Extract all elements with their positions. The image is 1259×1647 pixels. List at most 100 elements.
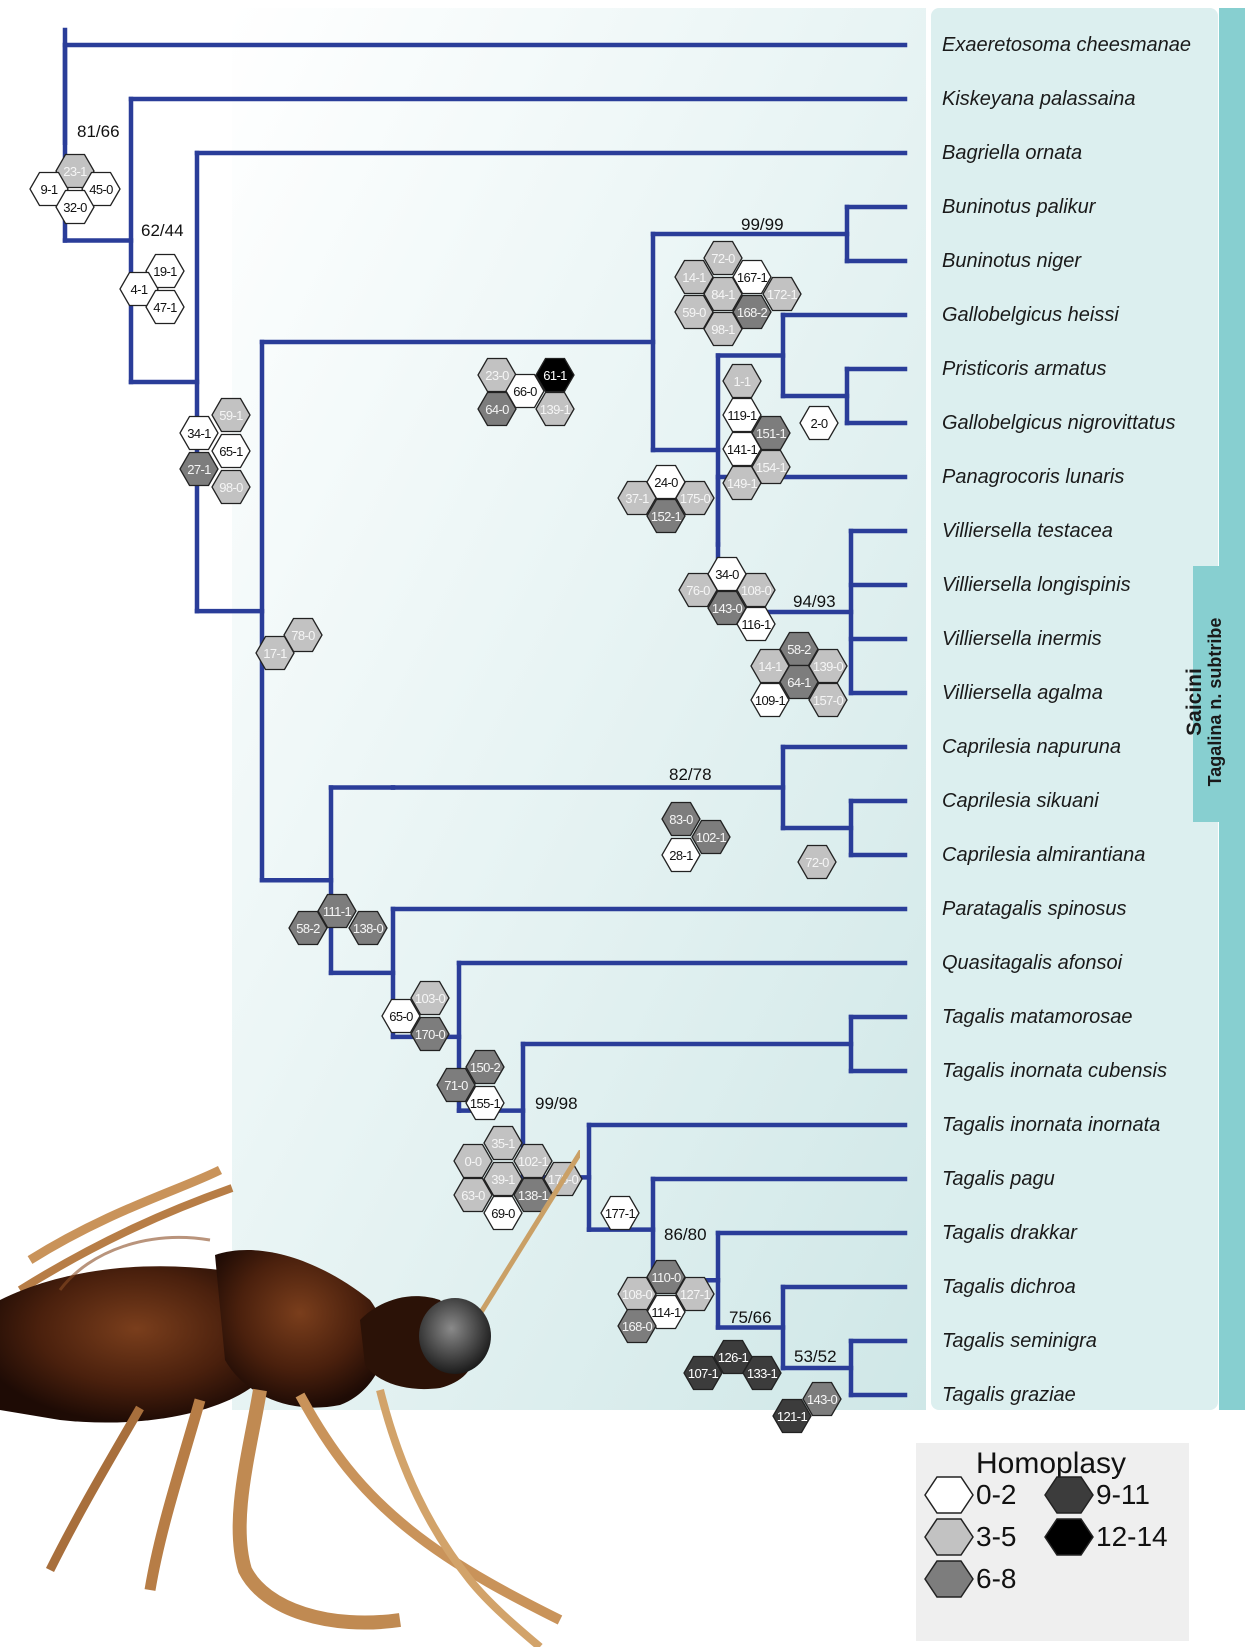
character-state-label: 177-1 [605,1206,636,1221]
legend-label-3-5: 3-5 [976,1521,1016,1553]
character-state-label: 64-1 [787,675,811,690]
legend-label-9-11: 9-11 [1096,1479,1150,1511]
character-state-label: 23-1 [63,164,87,179]
character-state-label: 72-0 [805,855,829,870]
taxon-label: Caprilesia sikuani [942,789,1099,813]
legend-swatch-9-11 [1045,1477,1093,1513]
character-state-label: 4-1 [131,282,148,297]
character-state-label: 143-0 [712,601,743,616]
support-value: 75/66 [729,1308,772,1328]
taxon-label: Buninotus niger [942,249,1081,273]
character-state-label: 65-1 [219,444,243,459]
character-state-label: 141-1 [727,442,758,457]
character-state-label: 110-0 [651,1270,681,1285]
legend-swatch-12-14 [1045,1519,1093,1555]
taxon-label: Tagalis inornata cubensis [942,1059,1167,1083]
character-state-label: 127-1 [680,1287,711,1302]
character-state-label: 149-1 [727,476,758,491]
character-state-label: 152-1 [651,509,682,524]
character-state-label: 157-0 [813,693,844,708]
character-state-label: 58-2 [296,921,320,936]
taxon-label: Panagrocoris lunaris [942,465,1124,489]
character-state-label: 19-1 [153,264,177,279]
taxon-label: Pristicoris armatus [942,357,1106,381]
character-state-label: 155-1 [470,1096,501,1111]
character-state-label: 34-1 [187,426,211,441]
character-state-label: 108-0 [741,583,772,598]
legend-label-0-2: 0-2 [976,1479,1016,1511]
character-state-label: 150-2 [470,1060,501,1075]
character-state-label: 37-1 [625,491,649,506]
character-state-hexagon: 34-1 [180,417,218,450]
support-value: 86/80 [664,1225,707,1245]
character-state-label: 107-1 [688,1366,719,1381]
character-state-label: 71-0 [444,1078,468,1093]
character-state-label: 109-1 [755,693,786,708]
taxon-label: Gallobelgicus heissi [942,303,1119,327]
taxon-label: Paratagalis spinosus [942,897,1127,921]
character-state-label: 58-2 [787,642,811,657]
character-state-label: 168-0 [622,1319,653,1334]
character-state-label: 17-1 [263,646,287,661]
character-state-label: 24-0 [654,475,678,490]
character-state-hexagon: 27-1 [180,453,218,486]
character-state-label: 103-0 [415,991,446,1006]
character-state-label: 143-0 [807,1392,838,1407]
character-state-label: 72-0 [711,251,735,266]
character-state-label: 138-0 [353,921,384,936]
support-value: 81/66 [77,122,120,142]
taxon-label: Bagriella ornata [942,141,1082,165]
legend-swatch-0-2 [925,1477,973,1513]
character-state-label: 98-0 [219,480,243,495]
taxon-label: Quasitagalis afonsoi [942,951,1122,975]
support-value: 53/52 [794,1347,837,1367]
character-state-label: 35-1 [491,1136,515,1151]
character-state-label: 84-1 [711,287,735,302]
character-state-label: 172-1 [767,287,798,302]
character-state-label: 108-0 [622,1287,653,1302]
character-state-label: 66-0 [513,384,537,399]
insect-photo [0,1150,580,1647]
character-state-label: 59-1 [219,408,243,423]
taxon-label: Tagalis seminigra [942,1329,1097,1353]
taxon-label: Caprilesia napuruna [942,735,1121,759]
character-state-label: 2-0 [811,416,828,431]
character-state-label: 14-1 [758,659,782,674]
character-state-label: 65-0 [389,1009,413,1024]
character-state-label: 61-1 [543,368,567,383]
support-value: 99/99 [741,215,784,235]
character-state-label: 1-1 [734,374,751,389]
character-state-label: 76-0 [686,583,710,598]
taxon-label: Caprilesia almirantiana [942,843,1145,867]
taxon-label: Gallobelgicus nigrovittatus [942,411,1175,435]
taxon-label: Tagalis pagu [942,1167,1055,1191]
character-state-label: 170-0 [415,1027,446,1042]
character-state-label: 168-2 [737,305,768,320]
character-state-label: 45-0 [89,182,113,197]
character-state-label: 27-1 [187,462,211,477]
taxon-label: Villiersella inermis [942,627,1102,651]
character-state-label: 102-1 [696,830,727,845]
character-state-label: 154-1 [756,460,787,475]
character-state-label: 78-0 [291,628,315,643]
character-state-label: 151-1 [756,426,787,441]
character-state-label: 47-1 [153,300,177,315]
character-state-label: 64-0 [485,402,509,417]
taxon-label: Villiersella testacea [942,519,1113,543]
character-state-label: 9-1 [41,182,58,197]
character-state-label: 139-0 [813,659,844,674]
character-state-label: 59-0 [682,305,706,320]
character-state-label: 139-1 [540,402,571,417]
taxon-label: Tagalis drakkar [942,1221,1077,1245]
taxon-label: Tagalis inornata inornata [942,1113,1160,1137]
character-state-label: 167-1 [737,270,768,285]
support-value: 62/44 [141,221,184,241]
character-state-label: 98-1 [711,322,735,337]
character-state-label: 83-0 [669,812,693,827]
support-value: 94/93 [793,592,836,612]
support-value: 82/78 [669,765,712,785]
legend-swatch-3-5 [925,1519,973,1555]
taxon-label: Buninotus palikur [942,195,1095,219]
character-state-label: 32-0 [63,200,87,215]
character-state-label: 114-1 [651,1305,681,1320]
